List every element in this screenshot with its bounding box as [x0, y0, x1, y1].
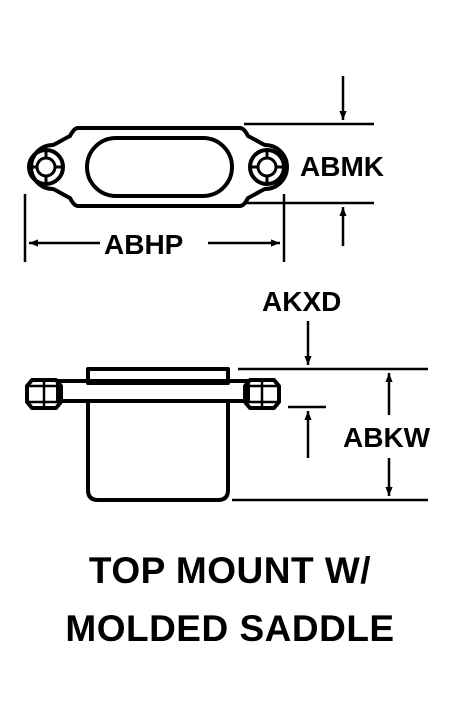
right-nut: [243, 378, 281, 410]
flange-outline: [29, 126, 289, 208]
abkw-dimension: [232, 373, 428, 502]
oval-opening: [85, 136, 234, 198]
left-mounting-hole: [27, 148, 65, 186]
left-nut: [25, 378, 63, 410]
caption-line-1: TOP MOUNT W/: [88, 550, 372, 591]
akxd-dimension: [238, 321, 428, 458]
connector-body: [86, 402, 230, 502]
abkw-label: ABKW: [343, 422, 431, 453]
top-view: [27, 126, 289, 208]
side-view: [25, 367, 281, 502]
abhp-dimension: [23, 194, 286, 262]
abhp-label: ABHP: [104, 229, 183, 260]
akxd-label: AKXD: [262, 286, 341, 317]
caption-line-2: MOLDED SADDLE: [65, 608, 395, 649]
right-mounting-hole: [248, 148, 286, 186]
abmk-dimension: [244, 76, 374, 246]
abmk-label: ABMK: [300, 151, 384, 182]
flange-plate: [56, 379, 250, 403]
